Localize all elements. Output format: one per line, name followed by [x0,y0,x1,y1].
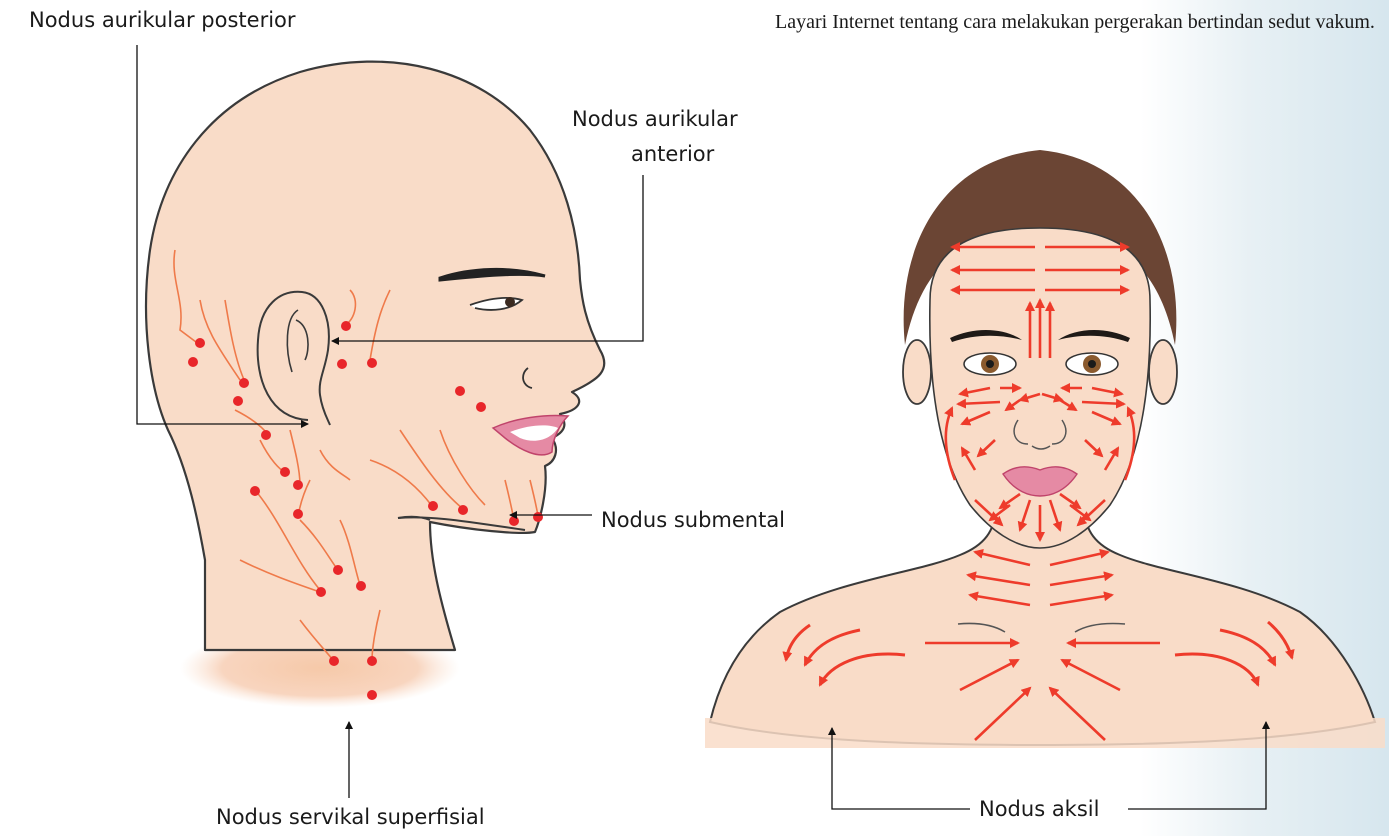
front-face [705,150,1385,809]
profile-head-outline [146,62,604,650]
face-outline [930,228,1150,548]
ear-right-icon [1149,340,1177,404]
iris [505,297,515,307]
profile-head [137,45,643,798]
ear-left-icon [903,340,931,404]
shoulder-fade [705,718,1385,748]
